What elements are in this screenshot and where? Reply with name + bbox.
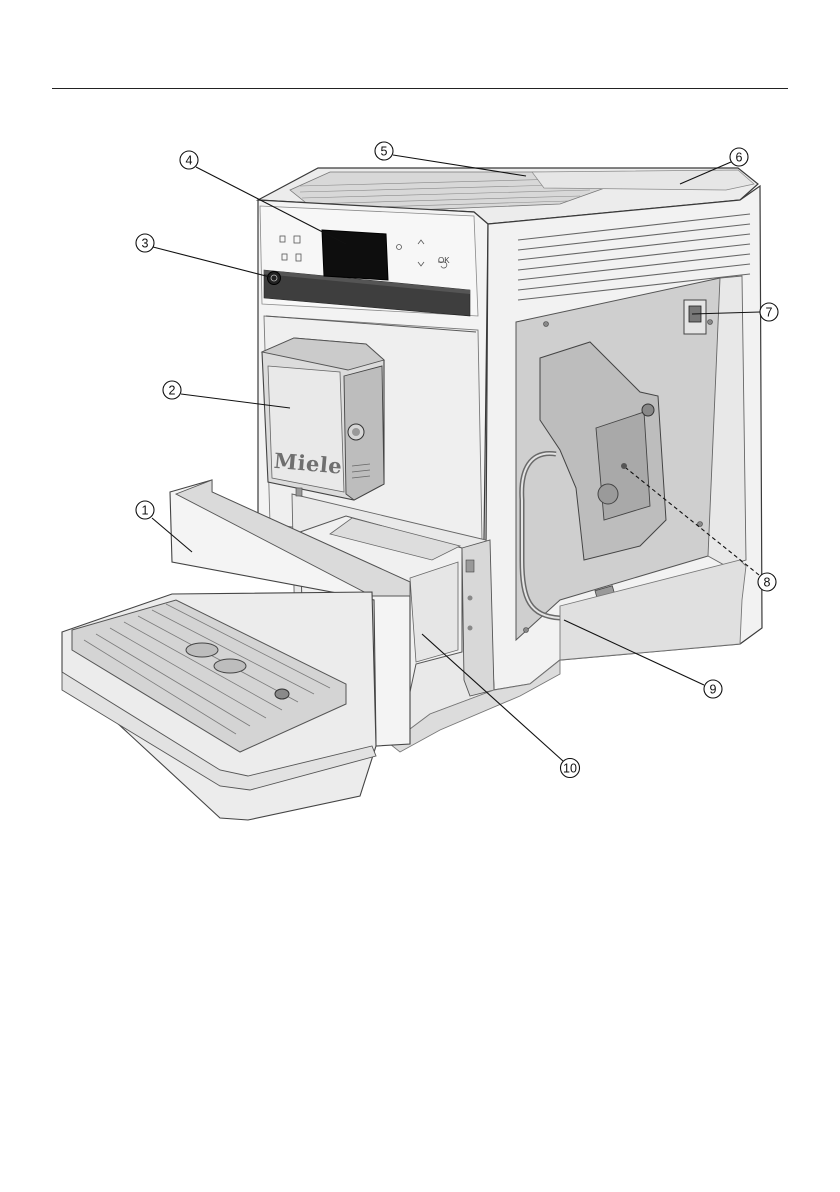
- svg-text:8: 8: [764, 576, 771, 590]
- svg-text:5: 5: [381, 145, 388, 159]
- svg-text:10: 10: [563, 762, 577, 776]
- container-unit: Miele: [262, 338, 384, 500]
- svg-text:6: 6: [736, 151, 743, 165]
- power-button-graphic: [268, 272, 281, 285]
- coffee-machine-illustration: OK: [62, 168, 762, 820]
- svg-text:9: 9: [710, 683, 717, 697]
- display-graphic: [322, 230, 388, 280]
- ok-label: OK: [438, 256, 450, 265]
- svg-text:7: 7: [766, 306, 773, 320]
- svg-text:2: 2: [169, 384, 176, 398]
- side-housing: [486, 186, 762, 690]
- svg-text:1: 1: [142, 504, 149, 518]
- svg-text:4: 4: [186, 154, 193, 168]
- svg-text:3: 3: [142, 237, 149, 251]
- callout-3: 3: [136, 234, 270, 277]
